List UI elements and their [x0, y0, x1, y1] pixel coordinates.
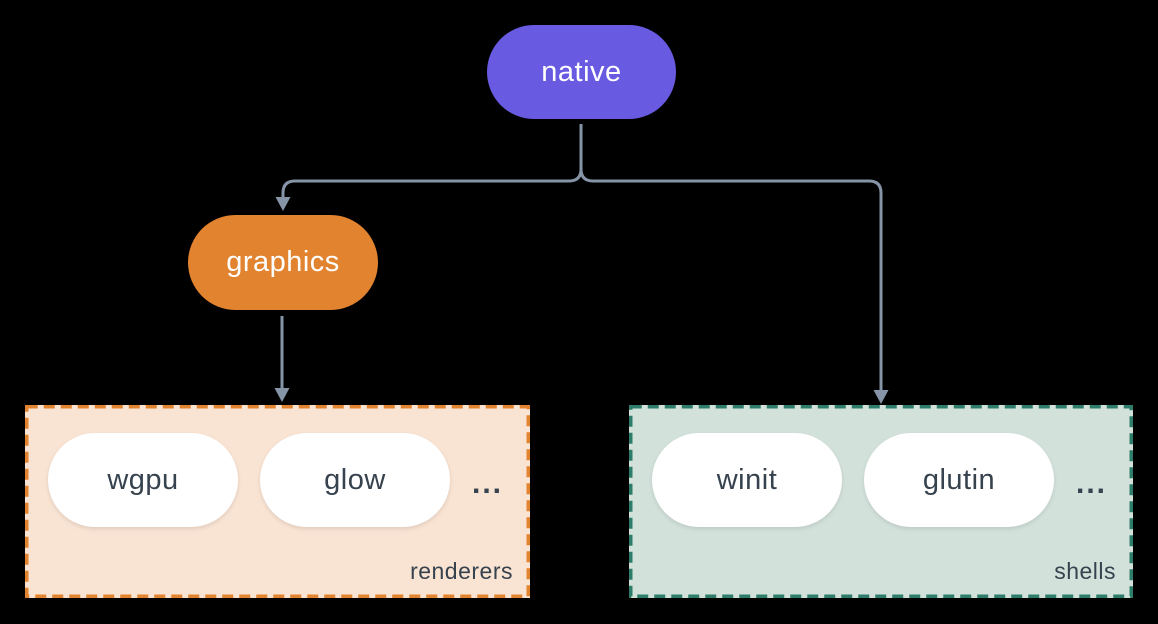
node-glutin-label: glutin — [922, 463, 996, 496]
node-graphics-label: graphics — [226, 246, 340, 278]
node-glutin: glutin — [864, 433, 1054, 527]
arrowhead-shells — [873, 390, 889, 404]
group-shells: winit glutin ... shells — [629, 405, 1133, 598]
group-shells-label: shells — [1054, 558, 1116, 584]
node-glow: glow — [260, 433, 450, 527]
node-winit: winit — [652, 433, 842, 527]
node-native-label: native — [541, 55, 622, 88]
group-renderers: wgpu glow ... renderers — [25, 405, 530, 598]
edge-native-to-graphics — [281, 124, 583, 198]
group-shells-items: winit glutin ... — [652, 433, 1107, 527]
group-renderers-label: renderers — [410, 558, 513, 584]
node-winit-label: winit — [716, 463, 778, 496]
arrowhead-graphics — [275, 197, 291, 211]
node-wgpu: wgpu — [48, 433, 238, 527]
edge-native-to-shells — [579, 124, 883, 391]
group-renderers-items: wgpu glow ... — [48, 433, 503, 527]
arrowhead-renderers — [274, 388, 290, 402]
node-graphics: graphics — [188, 215, 378, 310]
node-glow-label: glow — [324, 463, 386, 496]
node-native: native — [487, 25, 676, 119]
node-wgpu-label: wgpu — [107, 463, 179, 496]
ellipsis-shells: ... — [1076, 467, 1108, 500]
ellipsis-renderers: ... — [472, 467, 504, 500]
